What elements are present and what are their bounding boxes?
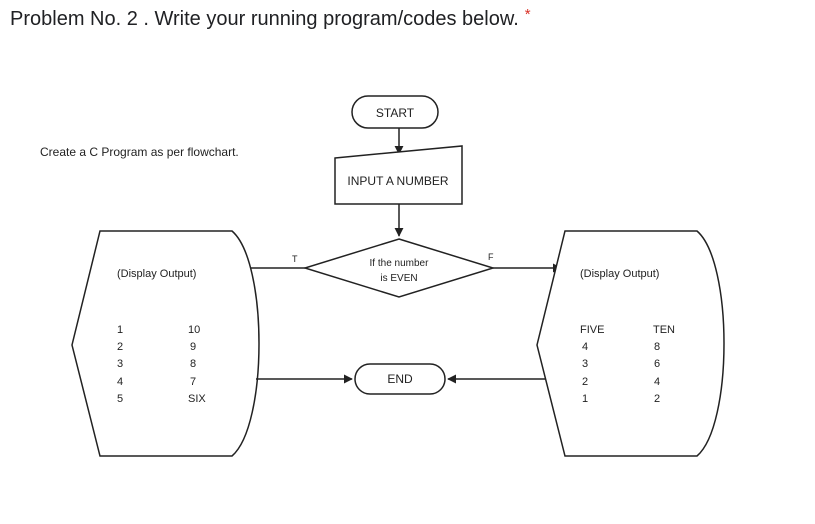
left-display-shape (71, 230, 260, 457)
start-label: START (376, 106, 415, 120)
question-text: Problem No. 2 . Write your running progr… (10, 8, 519, 30)
end-terminal (354, 363, 446, 395)
left-col2-row3: 8 (190, 358, 196, 370)
right-col2-row3: 6 (654, 358, 660, 370)
right-display-title: (Display Output) (580, 268, 659, 280)
decision-diamond (302, 238, 496, 298)
input-box (334, 145, 463, 205)
left-col2-row4: 7 (190, 376, 196, 388)
left-col1-row4: 4 (117, 376, 123, 388)
right-col2-row1: TEN (653, 324, 675, 336)
decision-label-line2: is EVEN (380, 273, 417, 284)
left-col1-row5: 5 (117, 393, 123, 405)
right-display-shape (536, 230, 725, 457)
left-col2-row5: SIX (188, 393, 206, 405)
left-col2-row1: 10 (188, 324, 200, 336)
start-terminal (351, 95, 439, 129)
left-col1-row3: 3 (117, 358, 123, 370)
right-col2-row2: 8 (654, 341, 660, 353)
end-label: END (387, 372, 413, 386)
input-label: INPUT A NUMBER (347, 174, 448, 188)
decision-label-line1: If the number (370, 258, 430, 269)
left-col1-row2: 2 (117, 341, 123, 353)
left-col1-row1: 1 (117, 324, 123, 336)
required-marker: * (524, 6, 531, 23)
right-col2-row4: 4 (654, 376, 660, 388)
left-display-title: (Display Output) (117, 268, 196, 280)
true-label: T (292, 254, 298, 264)
right-col1-row5: 1 (582, 393, 588, 405)
right-col1-row3: 3 (582, 358, 588, 370)
right-col1-row1: FIVE (580, 324, 604, 336)
false-label: F (488, 252, 494, 262)
question-title: Problem No. 2 . Write your running progr… (10, 6, 531, 31)
instruction-text: Create a C Program as per flowchart. (40, 145, 239, 159)
left-col2-row2: 9 (190, 341, 196, 353)
right-col1-row4: 2 (582, 376, 588, 388)
right-col1-row2: 4 (582, 341, 588, 353)
right-col2-row5: 2 (654, 393, 660, 405)
